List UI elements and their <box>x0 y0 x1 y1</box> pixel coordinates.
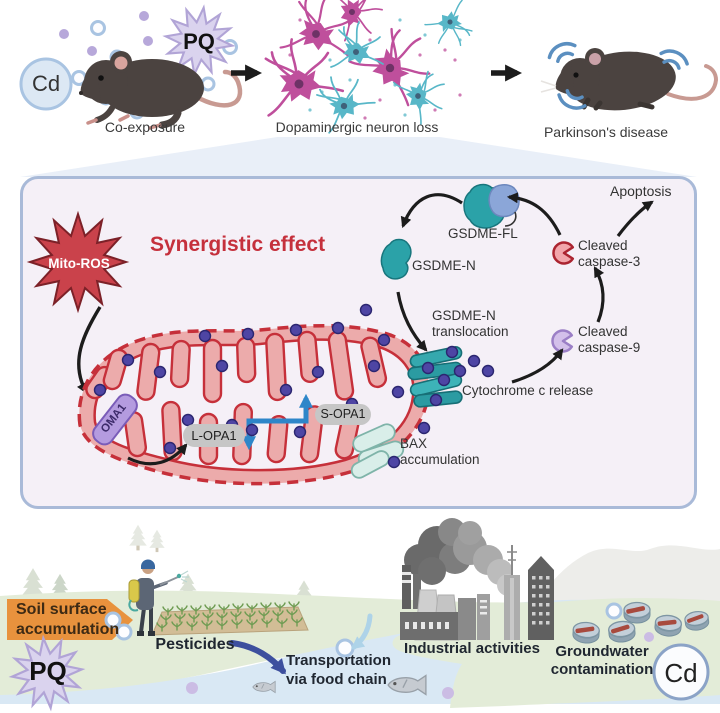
farmer <box>128 559 189 636</box>
arrow-mitoros-to-mito <box>77 306 102 394</box>
gsdme-fl-label: GSDME-FL <box>448 226 518 241</box>
apoptosis-label: Apoptosis <box>610 183 672 199</box>
cleaved-caspase9-glyph <box>551 329 574 353</box>
pathway-arrows <box>396 192 654 384</box>
cleaved-caspase3-glyph <box>552 241 575 265</box>
cleaved-caspase3-label: Cleaved caspase-3 <box>578 238 641 269</box>
panel-title: Synergistic effect <box>150 233 326 256</box>
gsdme-n-label: GSDME-N <box>412 258 476 273</box>
bax-accumulation-label: BAX accumulation <box>400 436 480 467</box>
soil-dot-2 <box>115 623 133 641</box>
caption-neuron-loss: Dopaminergic neuron loss <box>275 119 439 135</box>
crop-field <box>151 601 309 636</box>
cd-badge-bottom <box>652 643 710 701</box>
l-opa1-label: L-OPA1 <box>183 424 245 447</box>
mouse-parkinsons <box>540 37 719 114</box>
gsdme-n-translocation-label: GSDME-N translocation <box>432 308 509 339</box>
cytochrome-release-label: Cytochrome c release <box>462 383 594 398</box>
cd-badge-top <box>19 57 73 111</box>
smoke <box>404 518 519 596</box>
pq-label-top: PQ <box>183 29 215 54</box>
pesticides-label: Pesticides <box>155 636 235 653</box>
arrow-oma1-to-lopa1 <box>127 443 188 466</box>
opa1-conversion-arrows <box>242 393 313 451</box>
industrial-activities-label: Industrial activities <box>404 640 540 657</box>
s-opa1-label: S-OPA1 <box>315 404 371 425</box>
caption-coexposure: Co-exposure <box>104 119 186 135</box>
mouse-coexposure <box>79 51 243 130</box>
cleaved-caspase9-label: Cleaved caspase-9 <box>578 324 641 355</box>
gsdme-fl-blob <box>463 183 520 229</box>
caption-parkinsons: Parkinson's disease <box>543 124 669 140</box>
transport-label: Transportation via food chain <box>286 652 392 688</box>
arrow-industry-to-water <box>350 613 373 650</box>
groundwater-label: Groundwater contamination <box>550 643 654 678</box>
neuron-cluster <box>249 0 482 134</box>
arrow-pesticide-transport <box>229 640 286 675</box>
mito-ros-label: Mito-ROS <box>48 256 110 271</box>
battery-waste <box>571 601 711 645</box>
bax-blobs <box>350 423 405 479</box>
soil-dot-1 <box>104 611 122 629</box>
gsdme-n-blob <box>380 238 412 280</box>
pq-label-bottom: PQ <box>29 656 67 686</box>
cd-label-bottom: Cd <box>664 658 698 688</box>
cd-label-top: Cd <box>31 71 61 96</box>
factory <box>400 518 554 641</box>
soil-banner <box>7 599 133 640</box>
soil-accumulation-label: Soil surface accumulation <box>16 601 120 638</box>
